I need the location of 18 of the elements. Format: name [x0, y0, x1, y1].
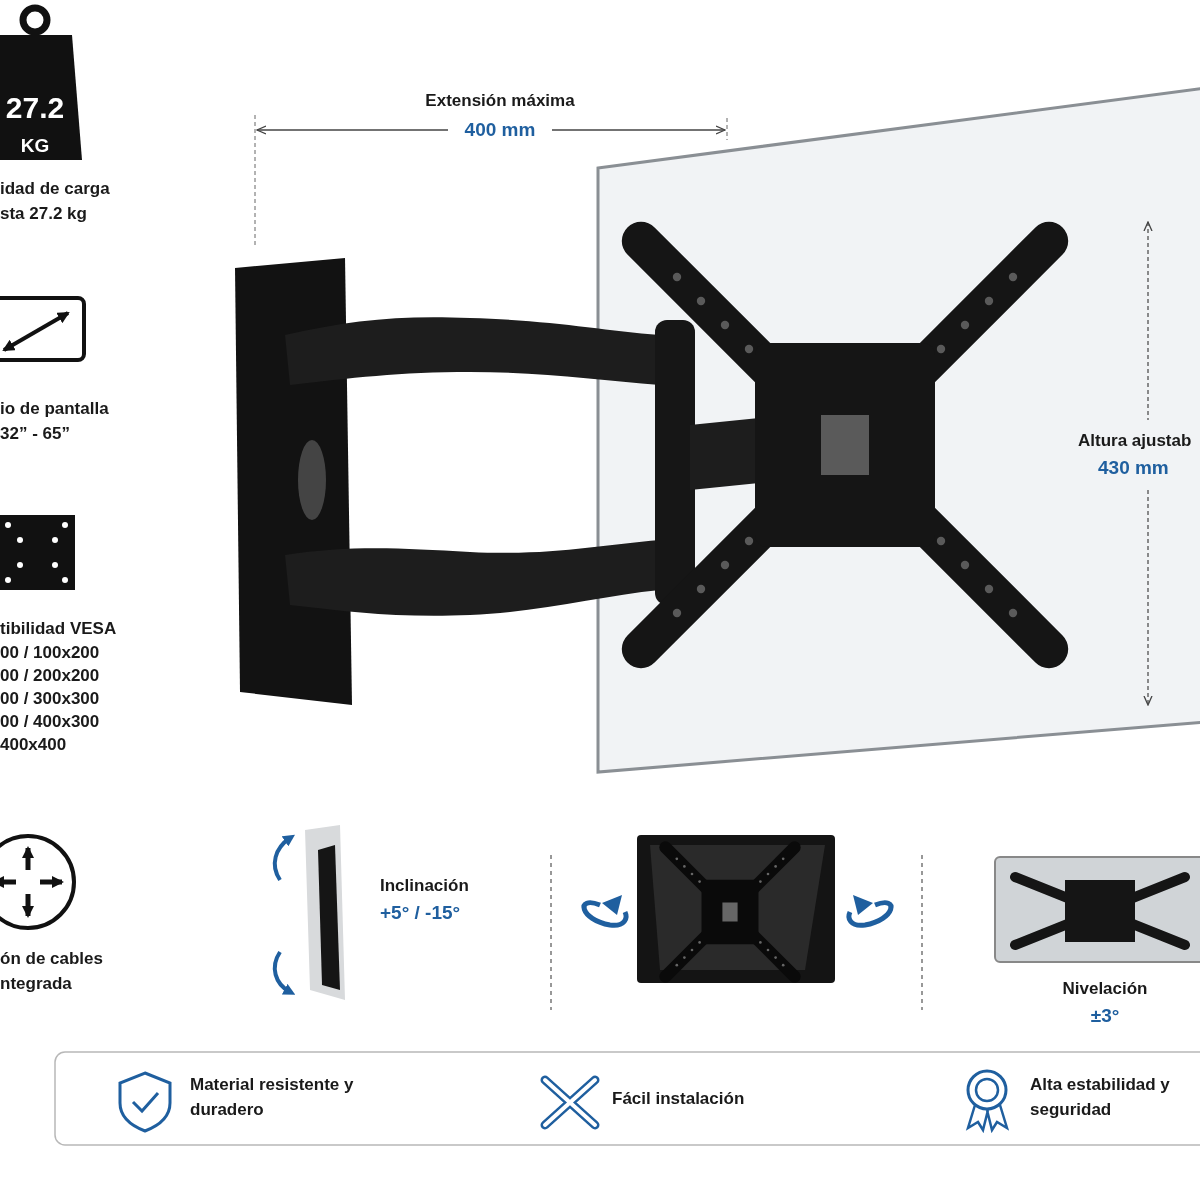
vesa-size-list: 00 / 100x200 00 / 200x200 00 / 300x300 00 / 400x300 400x400: [0, 641, 122, 756]
angle-value: ±3°: [1089, 1004, 1121, 1028]
dimension-title: Altura ajustab: [1078, 430, 1193, 452]
angle-value: +5° / -15°: [380, 901, 462, 925]
feature-title: Inclinación: [380, 875, 470, 897]
feature-caption: idad de carga sta 27.2 kg: [0, 178, 111, 225]
dimension-value: 400 mm: [463, 118, 537, 142]
benefit-text: Fácil instalación: [612, 1088, 746, 1110]
feature-title: Nivelación: [1061, 978, 1149, 1000]
weight-value: 27.2: [4, 95, 66, 120]
feature-caption: io de pantalla 32” - 65”: [0, 398, 110, 445]
weight-unit: KG: [19, 134, 51, 158]
feature-caption: ón de cables ntegrada: [0, 948, 104, 995]
benefit-text: Alta estabilidad y seguridad: [1030, 1074, 1171, 1121]
feature-heading: tibilidad VESA: [0, 618, 118, 640]
dimension-value: 430 mm: [1098, 456, 1170, 480]
benefit-text: Material resistente y duradero: [190, 1074, 355, 1121]
dimension-title: Extensión máxima: [424, 90, 576, 112]
